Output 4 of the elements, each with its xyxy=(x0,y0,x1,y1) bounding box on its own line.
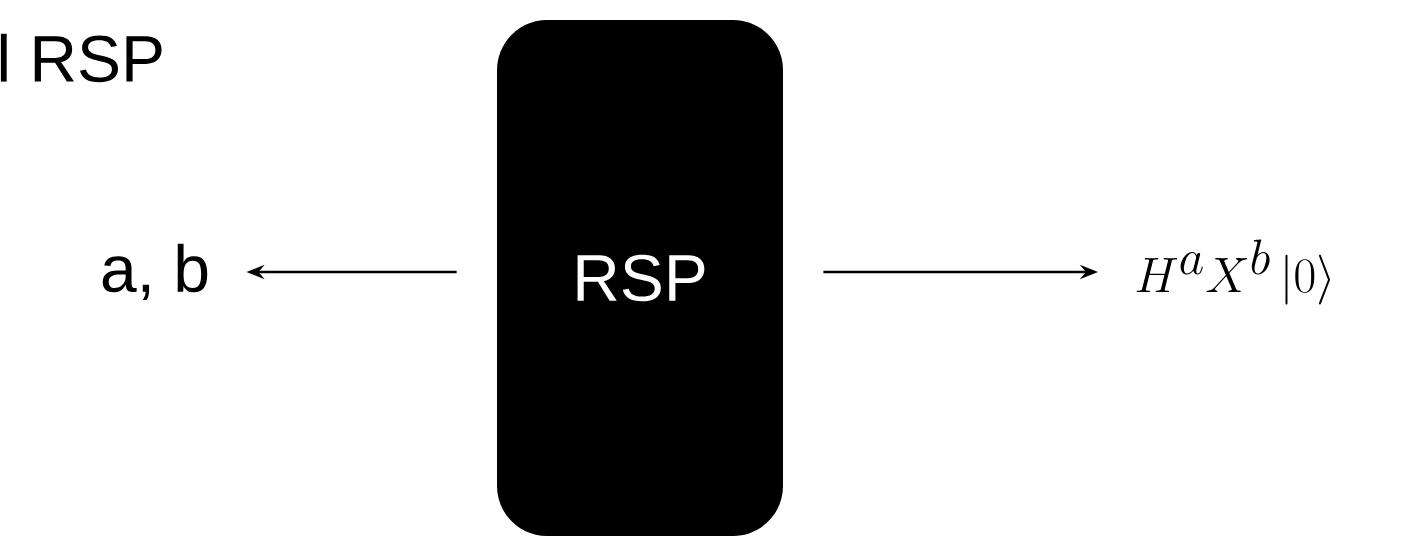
device-box: RSP xyxy=(497,20,783,536)
output-text: a, b xyxy=(102,243,208,301)
formula-text: $H^{a}X^{b}\,|0\rangle$ xyxy=(1136,239,1331,305)
title: l RSP xyxy=(0,33,162,83)
